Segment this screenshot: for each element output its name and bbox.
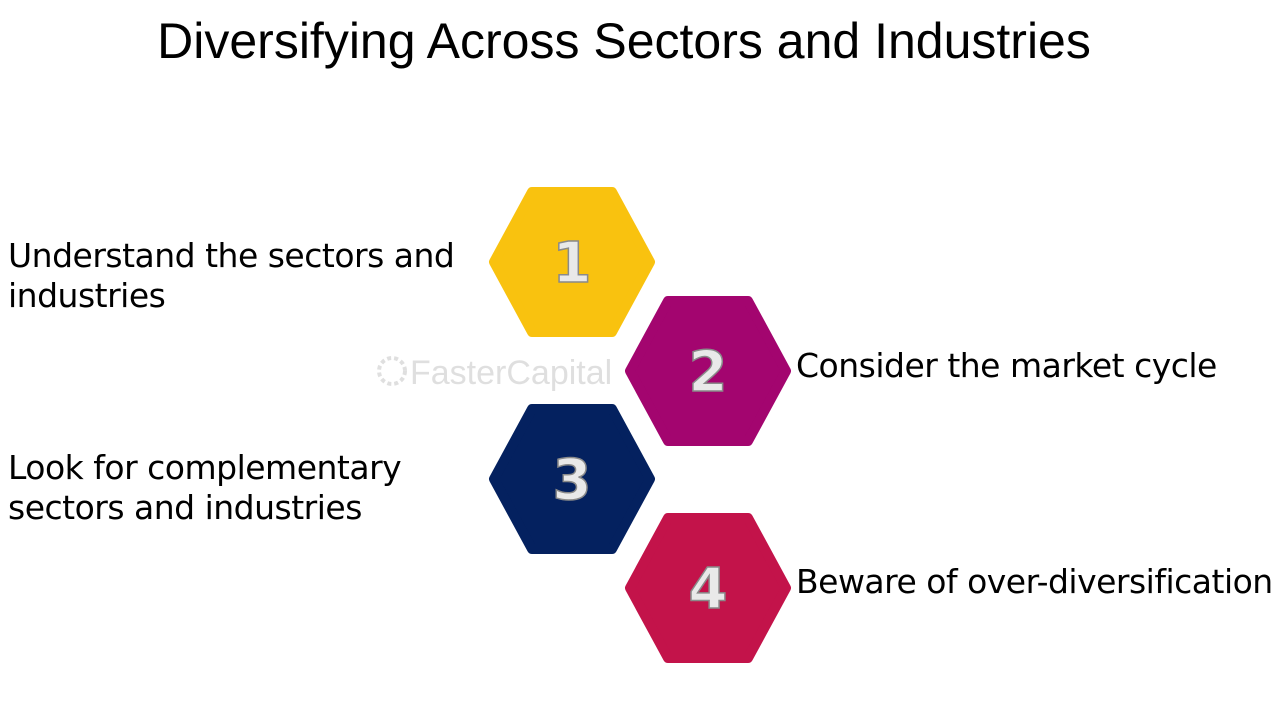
hexagon-step-3: 3	[489, 404, 655, 554]
watermark-logo: FasterCapital	[377, 354, 612, 392]
step-4-label: Beware of over-diversification	[796, 562, 1273, 601]
step-number: 4	[689, 557, 728, 622]
step-number: 3	[553, 448, 592, 513]
hexagon-step-1: 1	[489, 187, 655, 337]
step-3-label: Look for complementary sectors and indus…	[8, 448, 402, 527]
step-number: 1	[553, 231, 592, 296]
step-2-label: Consider the market cycle	[796, 346, 1217, 385]
hexagon-shape	[625, 296, 791, 446]
step-1-label: Understand the sectors and industries	[8, 236, 455, 315]
hexagon-shape	[489, 404, 655, 554]
watermark-text: FasterCapital	[410, 354, 612, 392]
hexagon-step-2: 2	[625, 296, 791, 446]
hexagon-step-4: 4	[625, 513, 791, 663]
hexagon-shape	[489, 187, 655, 337]
gear-icon	[377, 356, 407, 386]
step-number: 2	[689, 340, 728, 405]
slide-title: Diversifying Across Sectors and Industri…	[157, 13, 1091, 69]
hexagon-shape	[625, 513, 791, 663]
